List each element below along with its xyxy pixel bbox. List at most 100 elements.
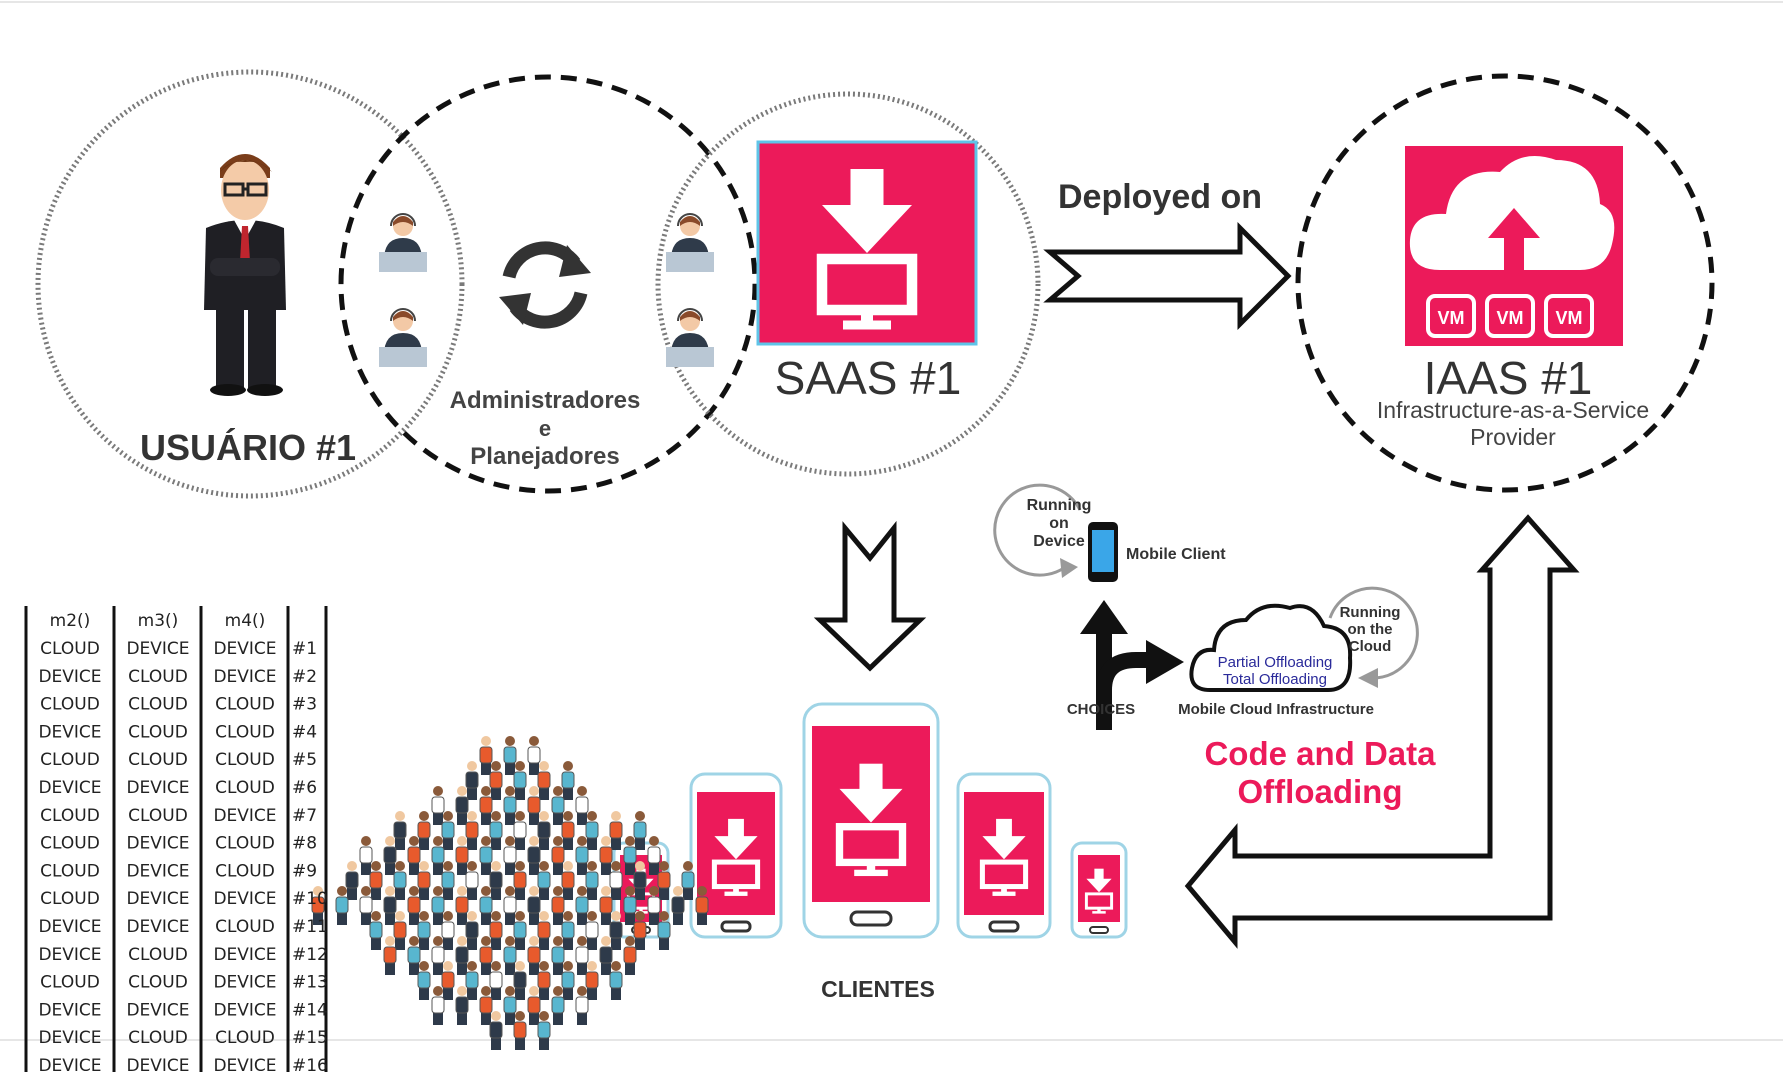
choices-arrows bbox=[1080, 600, 1184, 730]
table-cell: DEVICE bbox=[126, 917, 189, 937]
person-icon bbox=[537, 1011, 551, 1050]
person-icon bbox=[681, 861, 695, 900]
person-icon bbox=[513, 761, 527, 800]
table-cell: CLOUD bbox=[40, 861, 100, 881]
table-cell: #1 bbox=[292, 639, 317, 659]
table-cell: #7 bbox=[292, 806, 317, 826]
person-icon bbox=[537, 961, 551, 1000]
person-icon bbox=[431, 886, 445, 925]
person-icon bbox=[383, 886, 397, 925]
table-cell: CLOUD bbox=[215, 917, 275, 937]
table-cell: #5 bbox=[292, 750, 317, 770]
person-icon bbox=[551, 836, 565, 875]
person-icon bbox=[369, 861, 383, 900]
download-to-monitor-icon bbox=[756, 140, 978, 346]
person-icon bbox=[383, 836, 397, 875]
person-icon bbox=[479, 836, 493, 875]
table-cell: #8 bbox=[292, 834, 317, 854]
running-device-2: on bbox=[1049, 515, 1069, 532]
clientes-label: CLIENTES bbox=[821, 976, 935, 1002]
iaas-sub-2: Provider bbox=[1470, 424, 1556, 450]
person-icon bbox=[551, 936, 565, 975]
person-icon bbox=[503, 836, 517, 875]
person-icon bbox=[561, 861, 575, 900]
person-icon bbox=[479, 736, 493, 775]
admin-label-2: e bbox=[539, 416, 551, 441]
table-cell: CLOUD bbox=[128, 722, 188, 742]
table-cell: DEVICE bbox=[213, 1000, 276, 1020]
person-icon bbox=[513, 961, 527, 1000]
person-icon bbox=[527, 886, 541, 925]
table-cell: DEVICE bbox=[213, 806, 276, 826]
person-icon bbox=[609, 911, 623, 950]
iaas-sub-1: Infrastructure-as-a-Service bbox=[1377, 397, 1649, 423]
total-offloading: Total Offloading bbox=[1223, 671, 1327, 688]
table-cell: CLOUD bbox=[40, 973, 100, 993]
user-circle bbox=[35, 69, 465, 499]
person-icon bbox=[657, 911, 671, 950]
table-cell: DEVICE bbox=[126, 1000, 189, 1020]
person-icon bbox=[479, 786, 493, 825]
partial-offloading: Partial Offloading bbox=[1218, 654, 1333, 671]
table-cell: DEVICE bbox=[213, 667, 276, 687]
person-icon bbox=[527, 836, 541, 875]
table-cell: DEVICE bbox=[38, 778, 101, 798]
person-icon bbox=[311, 886, 325, 925]
person-icon bbox=[359, 836, 373, 875]
person-icon bbox=[561, 961, 575, 1000]
table-header: m4() bbox=[225, 611, 266, 631]
table-cell: CLOUD bbox=[128, 945, 188, 965]
table-cell: DEVICE bbox=[126, 861, 189, 881]
person-icon bbox=[441, 861, 455, 900]
person-icon bbox=[465, 761, 479, 800]
table-cell: DEVICE bbox=[213, 639, 276, 659]
saas-label: SAAS #1 bbox=[775, 352, 962, 404]
vm-badge: VM bbox=[1485, 294, 1535, 338]
table-cell: DEVICE bbox=[126, 889, 189, 909]
person-icon bbox=[465, 811, 479, 850]
table-cell: CLOUD bbox=[215, 1028, 275, 1048]
people-crowd-icon bbox=[311, 736, 709, 1050]
person-icon bbox=[489, 911, 503, 950]
person-icon bbox=[441, 811, 455, 850]
smartphone-icon bbox=[1070, 841, 1128, 939]
person-icon bbox=[479, 936, 493, 975]
running-cloud-loop bbox=[1328, 586, 1419, 680]
person-icon bbox=[369, 911, 383, 950]
saas-circle bbox=[655, 91, 1041, 477]
person-icon bbox=[575, 836, 589, 875]
businessman-icon bbox=[204, 154, 286, 396]
person-icon bbox=[599, 836, 613, 875]
person-icon bbox=[657, 861, 671, 900]
headset-operator-icon bbox=[378, 308, 428, 368]
table-cell: CLOUD bbox=[215, 834, 275, 854]
table-cell: #4 bbox=[292, 722, 317, 742]
person-icon bbox=[527, 786, 541, 825]
smartphone-icon bbox=[1088, 522, 1118, 582]
running-device-3: Device bbox=[1033, 533, 1085, 550]
table-cell: #10 bbox=[292, 889, 328, 909]
person-icon bbox=[633, 811, 647, 850]
person-icon bbox=[671, 886, 685, 925]
table-cell: CLOUD bbox=[215, 778, 275, 798]
table-cell: #3 bbox=[292, 695, 317, 715]
person-icon bbox=[623, 936, 637, 975]
person-icon bbox=[465, 861, 479, 900]
table-cell: DEVICE bbox=[213, 1056, 276, 1072]
person-icon bbox=[695, 886, 709, 925]
person-icon bbox=[527, 736, 541, 775]
person-icon bbox=[537, 861, 551, 900]
person-icon bbox=[479, 986, 493, 1025]
svg-text:VM: VM bbox=[1556, 308, 1583, 328]
table-cell: CLOUD bbox=[215, 750, 275, 770]
table-cell: #2 bbox=[292, 667, 317, 687]
person-icon bbox=[513, 911, 527, 950]
deployed-arrow bbox=[1043, 221, 1292, 331]
running-device-1: Running bbox=[1027, 497, 1092, 514]
table-cell: DEVICE bbox=[38, 722, 101, 742]
person-icon bbox=[633, 911, 647, 950]
person-icon bbox=[393, 861, 407, 900]
person-icon bbox=[513, 811, 527, 850]
